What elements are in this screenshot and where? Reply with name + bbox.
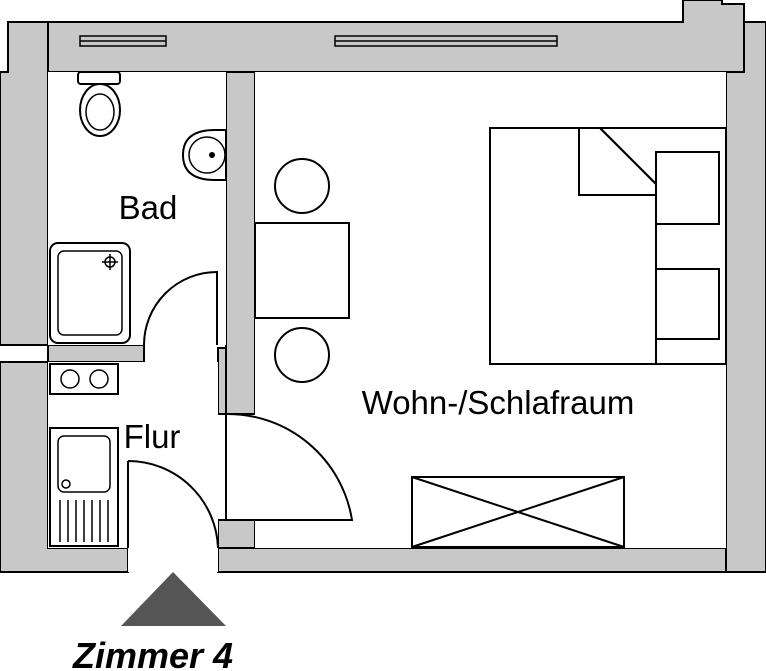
wall-bottom [217,547,727,573]
bed-icon [489,127,727,365]
wall-bottom-stub [217,519,256,549]
wall-left-upper [0,21,49,346]
wall-right [725,21,766,573]
shower-tray-icon [49,242,131,344]
wall-partition-stub [217,347,227,415]
table-icon [254,222,350,319]
door-bath [143,270,218,346]
wall-bath-bottom [47,344,145,363]
room-label-hall: Flur [124,418,181,455]
room-label-bath: Bad [119,189,178,226]
entrance-opening [128,548,218,572]
entrance-triangle-icon [121,572,226,626]
unit-title: Zimmer 4 [72,635,233,671]
living-furniture [254,127,727,548]
wall-partition-upper [225,71,256,415]
door-living [225,412,354,521]
chair-icon [274,158,330,214]
bath-fixtures [49,71,227,344]
doors [127,270,354,549]
room-label-living: Wohn-/Schlafraum [362,384,635,421]
wardrobe-icon [411,476,625,548]
toilet-icon [77,71,121,137]
drainboard-icon [59,500,109,542]
washbasin-icon [181,129,227,181]
kitchenette [49,363,119,547]
chair-icon [274,327,330,383]
windows [79,35,558,47]
door-entrance [127,460,219,549]
